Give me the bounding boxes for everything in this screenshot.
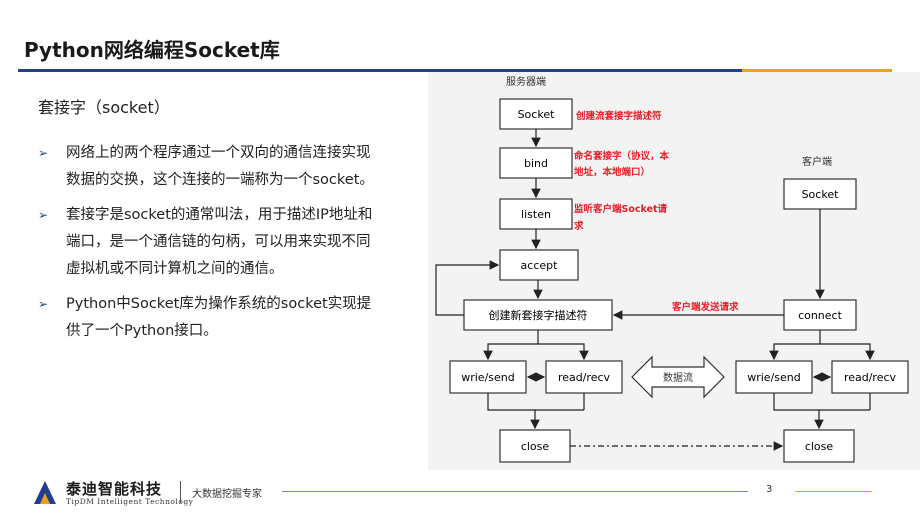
- node-label: read/recv: [558, 371, 611, 384]
- client-connect-node: connect: [783, 299, 857, 331]
- node-label: listen: [521, 208, 551, 221]
- server-close-node: close: [499, 429, 571, 463]
- bind-annotation-line1: 命名套接字（协议，本: [573, 150, 670, 162]
- client-label: 客户端: [802, 155, 832, 168]
- bullet-item: ➢ 套接字是socket的通常叫法，用于描述IP地址和 端口，是一个通信链的句柄…: [38, 202, 430, 283]
- arrow-right-icon: ➢: [38, 208, 49, 222]
- socket-annotation: 创建流套接字描述符: [575, 110, 662, 122]
- node-label: Socket: [802, 188, 840, 201]
- client-socket-node: Socket: [783, 178, 857, 210]
- bullet-text-line: 数据的交换，这个连接的一端称为一个socket。: [66, 172, 374, 188]
- brand-name-cn: 泰迪智能科技: [66, 480, 163, 498]
- node-label: 创建新套接字描述符: [489, 308, 588, 322]
- page-title: Python网络编程Socket库: [24, 38, 280, 62]
- bind-annotation-line2: 地址，本地端口）: [574, 166, 650, 178]
- node-label: Socket: [518, 108, 556, 121]
- title-divider-accent: [742, 69, 892, 72]
- bullet-text-line: 套接字是socket的通常叫法，用于描述IP地址和: [66, 207, 373, 223]
- bullet-text-line: 网络上的两个程序通过一个双向的通信连接实现: [66, 145, 371, 161]
- listen-annotation-line1: 监听客户端Socket请: [574, 203, 668, 215]
- bullet-item: ➢ Python中Socket库为操作系统的socket实现提 供了一个Pyth…: [38, 291, 430, 345]
- node-label: read/recv: [844, 371, 897, 384]
- listen-annotation-line2: 求: [574, 220, 584, 232]
- data-flow-arrow: 数据流: [631, 355, 725, 399]
- client-close-node: close: [783, 429, 855, 463]
- server-flow-arrows: [435, 129, 589, 430]
- brand-slogan: 大数据挖掘专家: [192, 489, 262, 500]
- arrow-right-icon: ➢: [38, 297, 49, 311]
- company-logo-icon: [30, 477, 60, 507]
- server-bind-node: bind: [499, 147, 573, 179]
- bullet-text-line: 端口，是一个通信链的句柄，可以用来实现不同: [66, 234, 371, 250]
- section-subtitle: 套接字（socket）: [38, 98, 170, 117]
- client-send-node: wrie/send: [735, 360, 813, 394]
- footer-separator: [180, 481, 181, 503]
- node-label: close: [521, 440, 550, 453]
- bullet-item: ➢ 网络上的两个程序通过一个双向的通信连接实现 数据的交换，这个连接的一端称为一…: [38, 140, 430, 194]
- footer-divider-accent: [795, 491, 872, 492]
- bullet-list: ➢ 网络上的两个程序通过一个双向的通信连接实现 数据的交换，这个连接的一端称为一…: [38, 140, 430, 353]
- node-label: wrie/send: [747, 371, 801, 384]
- client-recv-node: read/recv: [831, 360, 909, 394]
- connect-annotation: 客户端发送请求: [671, 301, 739, 313]
- node-label: bind: [524, 157, 548, 170]
- brand-name-en: TipDM Intelligent Technology: [66, 497, 194, 506]
- page-number: 3: [766, 484, 773, 495]
- node-label: accept: [521, 259, 559, 272]
- server-socket-node: Socket: [499, 98, 573, 130]
- footer-divider: [282, 491, 748, 492]
- node-label: connect: [798, 309, 843, 322]
- server-create-node: 创建新套接字描述符: [463, 299, 613, 331]
- node-label: close: [805, 440, 834, 453]
- bullet-text-line: Python中Socket库为操作系统的socket实现提: [66, 296, 372, 312]
- server-send-node: wrie/send: [449, 360, 527, 394]
- server-label: 服务器端: [506, 75, 546, 88]
- title-divider: [18, 69, 742, 72]
- node-label: wrie/send: [461, 371, 515, 384]
- bullet-text-line: 虚拟机或不同计算机之间的通信。: [66, 261, 284, 277]
- server-listen-node: listen: [499, 198, 573, 230]
- arrow-right-icon: ➢: [38, 146, 49, 160]
- server-accept-node: accept: [499, 249, 579, 281]
- bullet-text-line: 供了一个Python接口。: [66, 323, 218, 339]
- data-flow-label: 数据流: [663, 371, 693, 384]
- client-flow-arrows: [769, 209, 875, 430]
- socket-flow-diagram: 服务器端 客户端 Socket bind listen accept 创建新套接…: [428, 72, 920, 470]
- server-recv-node: read/recv: [545, 360, 623, 394]
